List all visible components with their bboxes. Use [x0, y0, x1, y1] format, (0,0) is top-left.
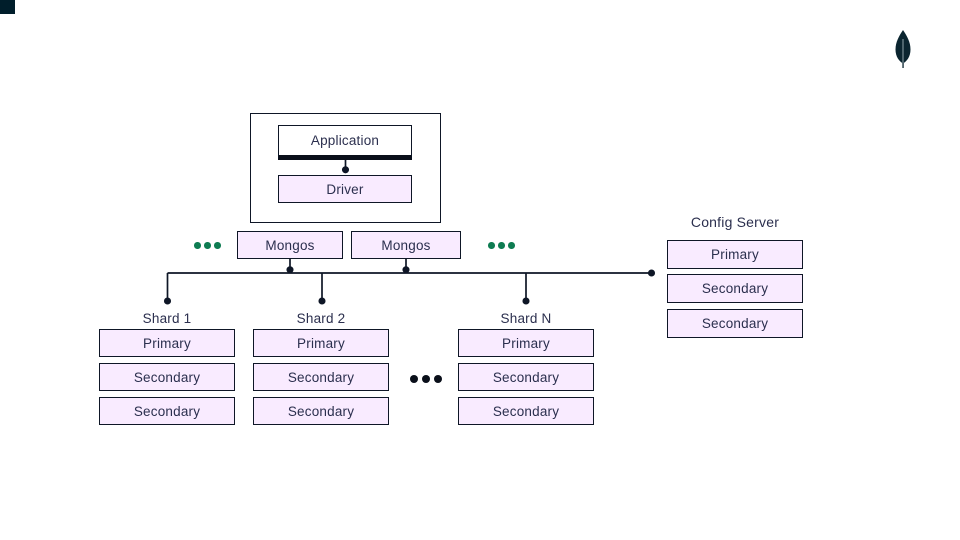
shardN-secondary-node: Secondary: [458, 397, 594, 425]
shard2-secondary-node: Secondary: [253, 363, 389, 391]
shard1-primary-node: Primary: [99, 329, 235, 357]
shard1-secondary-node: Secondary: [99, 363, 235, 391]
corner-accent: [0, 0, 15, 14]
config-secondary-node: Secondary: [667, 274, 803, 303]
more-mongos-left-icon: [194, 242, 221, 249]
arrow-dot-config: [647, 269, 656, 277]
arrow-dot: [163, 297, 172, 305]
application-group-frame: [250, 113, 441, 223]
shard2-secondary-node: Secondary: [253, 397, 389, 425]
config-server-title: Config Server: [690, 214, 780, 230]
config-primary-node: Primary: [667, 240, 803, 269]
arrow-dot: [286, 266, 294, 274]
arrow-dot: [402, 266, 410, 274]
mongodb-leaf-icon: [895, 30, 911, 68]
config-secondary-node: Secondary: [667, 309, 803, 338]
shardN-secondary-node: Secondary: [458, 363, 594, 391]
shard2-title: Shard 2: [296, 311, 346, 326]
shard1-title: Shard 1: [142, 311, 192, 326]
arrow-dot: [318, 297, 326, 305]
mongos-node-1: Mongos: [237, 231, 343, 259]
shard2-primary-node: Primary: [253, 329, 389, 357]
shardN-title: Shard N: [500, 311, 552, 326]
more-mongos-right-icon: [488, 242, 515, 249]
shardN-primary-node: Primary: [458, 329, 594, 357]
driver-node: Driver: [278, 175, 412, 203]
application-node: Application: [278, 125, 412, 160]
more-shards-icon: [410, 375, 442, 383]
arrow-dot: [522, 297, 530, 305]
mongos-node-2: Mongos: [351, 231, 461, 259]
shard1-secondary-node: Secondary: [99, 397, 235, 425]
